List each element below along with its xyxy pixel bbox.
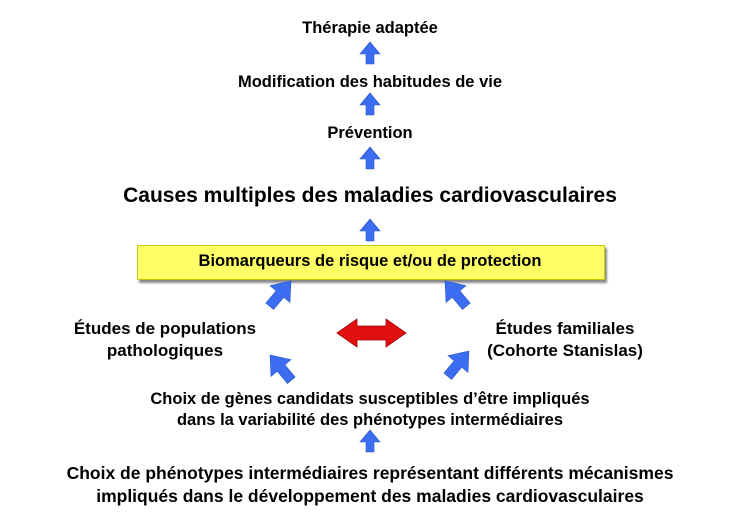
label-etudes-populations-line1: Études de populations bbox=[73, 319, 257, 338]
label-causes-multiples: Causes multiples des maladies cardiovasc… bbox=[123, 184, 617, 207]
arrow-up-icon-phenotypes-to-genes bbox=[359, 429, 381, 453]
label-choix-phenotypes-line2: impliqués dans le développement des mala… bbox=[96, 485, 644, 506]
label-etudes-populations-line2: pathologiques bbox=[106, 341, 224, 361]
label-etudes-familiales-line1: Études familiales bbox=[495, 319, 635, 338]
label-prevention: Prévention bbox=[327, 124, 413, 142]
label-choix-genes: Choix de gènes candidats susceptibles d’… bbox=[0, 389, 740, 432]
arrow-up-icon-causes-to-prevention bbox=[359, 146, 381, 170]
label-therapie-adaptee: Thérapie adaptée bbox=[302, 19, 438, 37]
arrow-up-icon-prevention-to-modif bbox=[359, 92, 381, 116]
arrow-diagonal-icon-fam-to-biomarkers bbox=[434, 272, 477, 315]
arrow-diagonal-icon-pop-to-biomarkers bbox=[259, 272, 302, 315]
label-choix-phenotypes: Choix de phénotypes intermédiaires repré… bbox=[0, 462, 740, 508]
label-choix-genes-line1: Choix de gènes candidats susceptibles d’… bbox=[150, 390, 590, 408]
biomarker-highlight-box bbox=[137, 245, 605, 280]
label-etudes-familiales: Études familiales (Cohorte Stanislas) bbox=[420, 318, 710, 362]
label-choix-genes-line2: dans la variabilité des phénotypes inter… bbox=[176, 411, 564, 430]
label-etudes-familiales-line2: (Cohorte Stanislas) bbox=[487, 341, 643, 361]
arrow-up-icon-biomarkers-to-causes bbox=[359, 218, 381, 242]
label-modification-habitudes: Modification des habitudes de vie bbox=[237, 73, 503, 91]
arrow-up-icon-modif-to-therapie bbox=[359, 41, 381, 65]
label-biomarqueurs: Biomarqueurs de risque et/ou de protecti… bbox=[198, 252, 542, 270]
label-etudes-populations: Études de populations pathologiques bbox=[30, 318, 300, 362]
double-headed-arrow-icon bbox=[336, 318, 407, 348]
label-choix-phenotypes-line1: Choix de phénotypes intermédiaires repré… bbox=[66, 463, 674, 483]
